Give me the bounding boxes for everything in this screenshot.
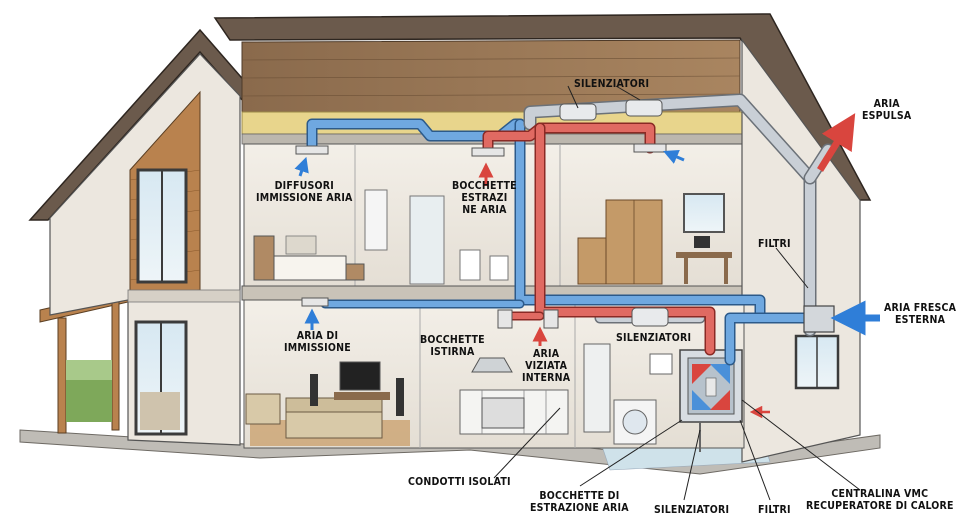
bedroom xyxy=(253,235,365,281)
label-aria-immissione: ARIA DI IMMISSIONE xyxy=(284,330,351,354)
vmc-unit xyxy=(679,349,743,452)
utility-room xyxy=(613,353,673,445)
window-right xyxy=(794,334,840,390)
bathroom xyxy=(364,189,509,285)
label-aria-viziata: ARIA VIZIATA INTERNA xyxy=(522,348,571,384)
leader-lines xyxy=(493,85,861,501)
label-centralina: CENTRALINA VMC RECUPERATORE DI CALORE xyxy=(806,488,954,512)
bedroom-right xyxy=(577,193,732,285)
label-condotti: CONDOTTI ISOLATI xyxy=(408,476,511,488)
window-lower-left xyxy=(134,320,188,436)
living-room xyxy=(245,361,410,446)
filter-box xyxy=(803,305,835,333)
label-silenziatori-bottom: SILENZIATORI xyxy=(654,504,730,516)
floor-band-left xyxy=(127,289,241,303)
extract-ducts xyxy=(482,122,716,356)
label-silenziatori-mid: SILENZIATORI xyxy=(616,332,692,344)
label-bocchette-estrazione: BOCCHETTE ESTRAZI NE ARIA xyxy=(452,180,517,216)
label-aria-fresca: ARIA FRESCA ESTERNA xyxy=(884,302,957,326)
label-bocchette-istirna: BOCCHETTE ISTIRNA xyxy=(420,334,485,358)
label-aria-espulsa: ARIA ESPULSA xyxy=(862,98,912,122)
supply-ducts xyxy=(306,118,826,366)
flow-arrows xyxy=(294,113,880,419)
kitchen xyxy=(459,343,611,435)
label-bocchette-bottom: BOCCHETTE DI ESTRAZIONE ARIA xyxy=(530,490,629,514)
label-filtri-bottom: FILTRI xyxy=(758,504,791,516)
vents xyxy=(295,143,667,329)
label-diffusori: DIFFUSORI IMMISSIONE ARIA xyxy=(256,180,353,204)
attic-planks xyxy=(241,57,741,97)
label-filtri-right: FILTRI xyxy=(758,238,791,250)
silencer-sleeves xyxy=(559,99,669,327)
label-silenziatori-top: SILENZIATORI xyxy=(574,78,650,90)
window-upper-left xyxy=(136,168,188,284)
